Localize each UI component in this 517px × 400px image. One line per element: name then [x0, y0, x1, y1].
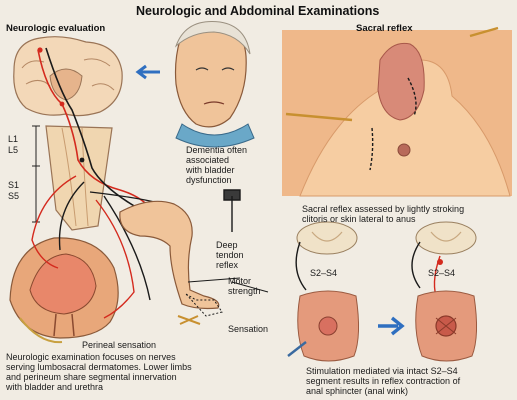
- neurologic-exam-caption: Neurologic examination focuses on nerves…: [6, 352, 192, 392]
- face-illustration: [174, 21, 255, 148]
- s2-s4-label-left: S2–S4: [310, 268, 338, 278]
- s2-s4-label-right: S2–S4: [428, 268, 456, 278]
- sacral-reflex-heading: Sacral reflex: [356, 23, 413, 34]
- spine-label-s5: S5: [8, 191, 20, 201]
- bladder-illustration: [9, 237, 119, 344]
- sphincter-before: [287, 290, 360, 362]
- sensation-caption: Sensation: [228, 324, 269, 334]
- perineal-sensation-caption: Perineal sensation: [82, 340, 157, 350]
- leg-illustration: [119, 189, 269, 325]
- blue-arrow-icon: [135, 64, 160, 80]
- spine-label-l1: L1: [8, 134, 19, 144]
- deep-tendon-reflex-caption: Deep tendon reflex: [216, 240, 244, 270]
- page-title: Neurologic and Abdominal Examinations: [136, 4, 380, 18]
- spine-label-l5: L5: [8, 145, 19, 155]
- brain-illustration: [13, 36, 123, 117]
- spine-label-s1: S1: [8, 180, 20, 190]
- stimulation-caption: Stimulation mediated via intact S2–S4 se…: [306, 366, 461, 396]
- perineum-illustration: [282, 26, 512, 197]
- motor-strength-caption: Motor strength: [228, 276, 261, 296]
- nerve-pathways: [31, 47, 181, 319]
- spinal-cross-section-right: [411, 221, 477, 303]
- neurologic-evaluation-heading: Neurologic evaluation: [6, 23, 106, 34]
- dementia-caption: Dementia often associated with bladder d…: [186, 145, 248, 185]
- sacral-assessment-caption: Sacral reflex assessed by lightly stroki…: [302, 204, 465, 224]
- spinal-cord-illustration: [32, 125, 113, 231]
- spinal-cross-section-left: [295, 221, 358, 291]
- sphincter-after: [415, 290, 478, 362]
- blue-arrow-icon: [378, 316, 405, 336]
